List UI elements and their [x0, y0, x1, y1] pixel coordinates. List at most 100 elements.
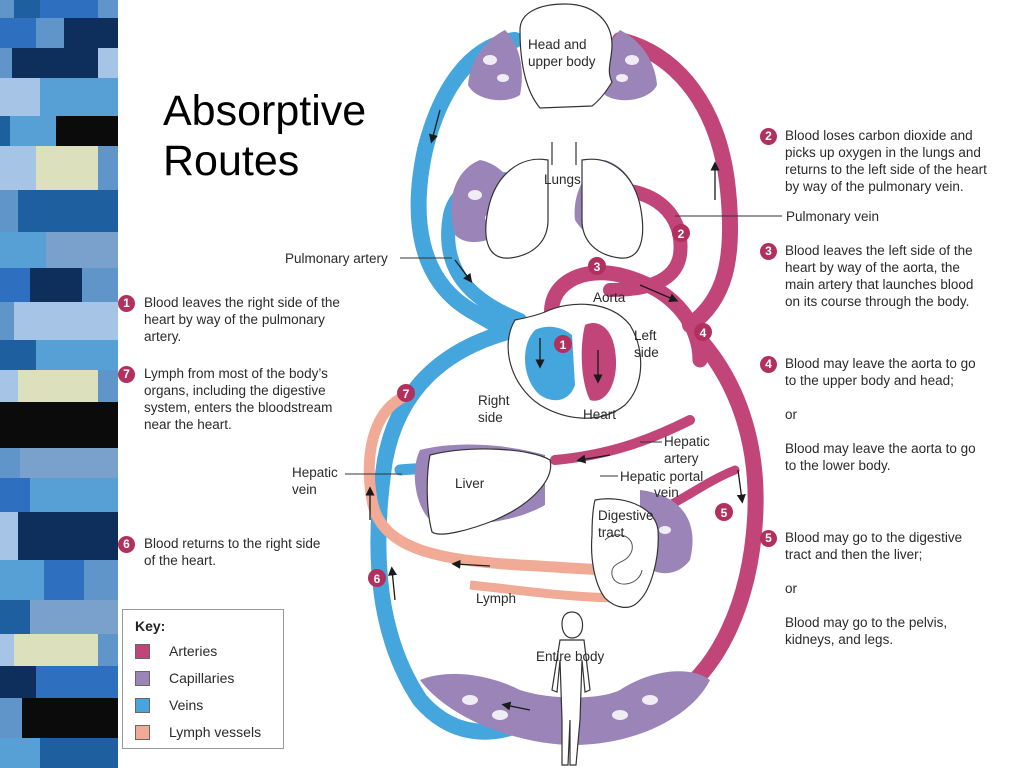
label-lymph: Lymph: [476, 591, 516, 606]
legend-swatch-lymph: [135, 725, 150, 740]
badge-6-text: 6: [374, 572, 381, 586]
label-left-side-line1: Left: [634, 328, 657, 343]
stripe-segment: [10, 116, 56, 146]
stripe-row: [0, 512, 118, 560]
step-1-text: Blood leaves the right side of the heart…: [144, 294, 374, 345]
stripe-row: [0, 190, 118, 232]
label-right-side-line2: side: [478, 410, 503, 425]
lung-right: [581, 158, 644, 259]
step-4-line: [785, 423, 1020, 440]
legend-title: Key:: [135, 618, 166, 634]
label-head-line2: upper body: [528, 54, 596, 69]
step-1-line: artery.: [144, 329, 182, 344]
stripe-segment: [12, 48, 98, 78]
stripe-segment: [0, 232, 46, 268]
stripe-row: [0, 600, 118, 634]
badge-7-text: 7: [403, 387, 410, 401]
step-5-text: Blood may go to the digestive tract and …: [785, 529, 1020, 648]
step-7-line: Lymph from most of the body’s: [144, 366, 328, 381]
step-7-line: near the heart.: [144, 417, 232, 432]
badge-3: 3: [588, 257, 606, 275]
step-3-badge: 3: [760, 243, 777, 260]
stripe-row: [0, 402, 118, 448]
legend-label-arteries: Arteries: [169, 643, 218, 659]
step-7-text: Lymph from most of the body’s organs, in…: [144, 365, 374, 433]
mesh-cell: [497, 74, 509, 82]
stripe-row: [0, 738, 118, 768]
intestine-coils: [604, 534, 643, 585]
stripe-segment: [14, 302, 118, 340]
stripe-row: [0, 370, 118, 402]
title-line-1: Absorptive: [163, 87, 367, 135]
stripe-segment: [30, 478, 118, 512]
label-hepatic-artery-line2: artery: [664, 451, 699, 466]
mesh-cell: [462, 695, 478, 705]
stripe-segment: [0, 560, 44, 600]
label-heart: Heart: [583, 407, 616, 422]
stripe-row: [0, 666, 118, 698]
trachea: [551, 142, 577, 165]
badge-5-text: 5: [721, 506, 728, 520]
stripe-segment: [0, 0, 14, 18]
step-3-line: on its course through the body.: [785, 294, 970, 309]
capillary-head: [468, 30, 522, 101]
stripe-segment: [0, 190, 18, 232]
stripe-segment: [0, 634, 14, 666]
label-pulmonary-vein: Pulmonary vein: [786, 209, 879, 224]
label-pulmonary-artery: Pulmonary artery: [285, 251, 388, 266]
step-2-line: returns to the left side of the heart: [785, 162, 987, 177]
stripe-segment: [0, 78, 40, 116]
step-3-line: heart by way of the aorta, the: [785, 260, 960, 275]
lymph-vessel-main: [363, 389, 621, 576]
stripe-segment: [0, 48, 12, 78]
badge-5: 5: [715, 503, 733, 521]
label-aorta: Aorta: [593, 290, 626, 305]
stripe-segment: [0, 698, 22, 738]
stripe-row: [0, 448, 118, 478]
stripe-segment: [0, 448, 20, 478]
decorative-stripe-border: [0, 0, 118, 768]
stripe-row: [0, 78, 118, 116]
step-2-line: picks up oxygen in the lungs and: [785, 145, 981, 160]
step-7-line: organs, including the digestive: [144, 383, 326, 398]
stripe-row: [0, 0, 118, 18]
stripe-segment: [44, 402, 118, 448]
badge-4: 4: [694, 323, 712, 341]
badge-4-text: 4: [700, 326, 707, 340]
stripe-segment: [0, 512, 18, 560]
stripe-segment: [40, 0, 98, 18]
step-2-line: by way of the pulmonary vein.: [785, 179, 964, 194]
step-4-line: or: [785, 407, 798, 422]
step-3-text: Blood leaves the left side of the heart …: [785, 242, 1020, 310]
stripe-segment: [0, 268, 30, 302]
step-1-line: heart by way of the pulmonary: [144, 312, 325, 327]
arrow-upper-vein: [429, 109, 441, 144]
mesh-cell: [616, 74, 628, 82]
mesh-cell: [483, 55, 497, 65]
label-hepatic-artery-line1: Hepatic: [664, 434, 710, 449]
stripe-segment: [98, 48, 118, 78]
title-line-2: Routes: [163, 137, 300, 185]
stripe-segment: [36, 18, 64, 48]
legend-key: Key: Arteries Capillaries Veins Lymph ve…: [122, 609, 284, 749]
label-head-line1: Head and: [528, 37, 587, 52]
step-6-line: of the heart.: [144, 553, 217, 568]
mesh-cell: [492, 710, 508, 720]
legend-label-veins: Veins: [169, 697, 204, 713]
step-7-line: system, enters the bloodstream: [144, 400, 333, 415]
stripe-segment: [36, 340, 118, 370]
label-hepatic-portal-line1: Hepatic portal: [620, 469, 703, 484]
mesh-cell: [625, 55, 639, 65]
stripe-segment: [98, 0, 118, 18]
stripe-segment: [0, 18, 36, 48]
step-5-badge: 5: [760, 530, 777, 547]
liver-outline: [426, 448, 552, 535]
step-2-badge: 2: [760, 128, 777, 145]
badge-3-text: 3: [594, 260, 601, 274]
step-1-line: Blood leaves the right side of the: [144, 295, 340, 310]
label-hepatic-vein-line1: Hepatic: [292, 465, 338, 480]
stripe-segment: [82, 268, 118, 302]
arrow-descending-artery: [736, 469, 746, 504]
legend-swatch-capillaries: [135, 671, 150, 686]
